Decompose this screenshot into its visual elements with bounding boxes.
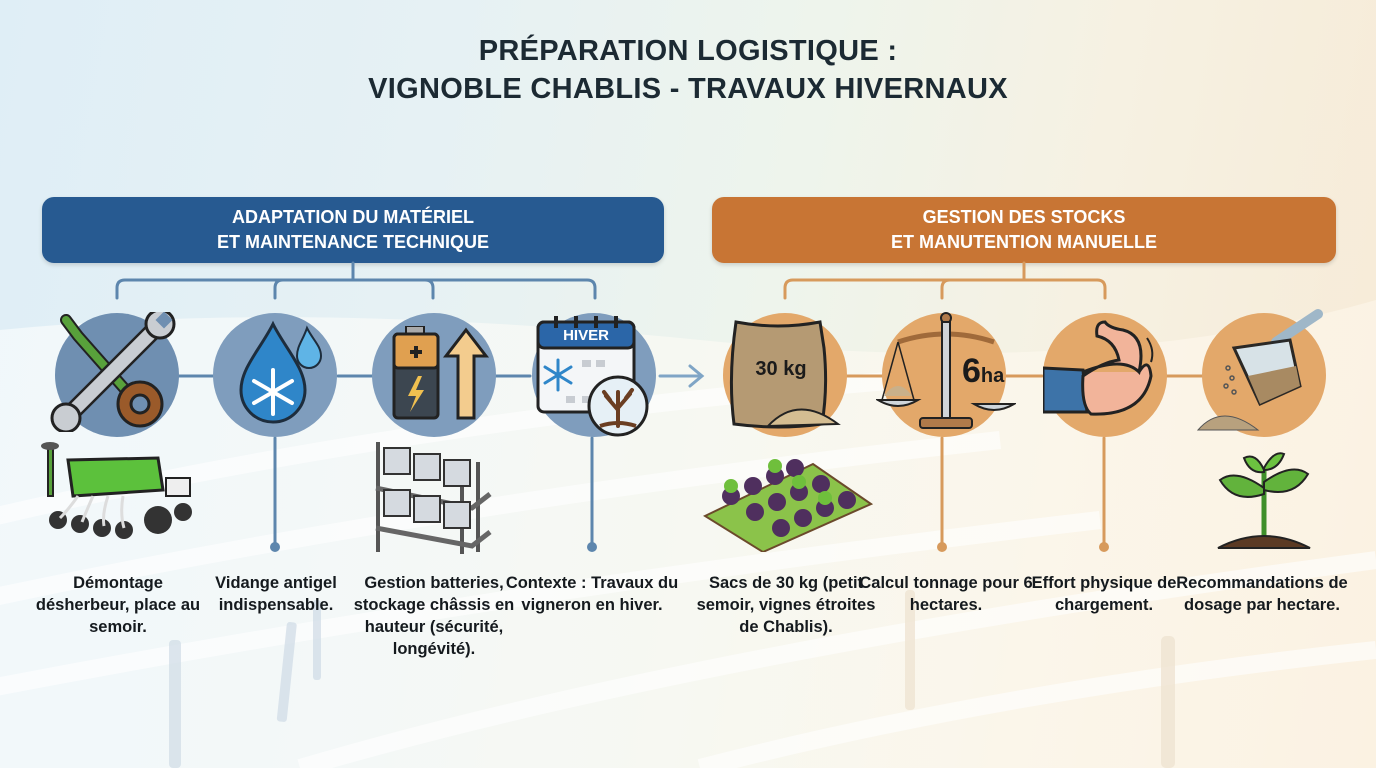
seeder-machine-icon [41, 442, 192, 539]
item-label-batteries: Gestion batteries, stockage châssis en h… [353, 574, 515, 658]
balance-scale-icon: 6ha [876, 312, 1016, 436]
item-label-vidange: Vidange antigel indispensable. [215, 574, 337, 614]
hectare-number: 6 [962, 352, 981, 390]
item-label-demontage: Démontage désherbeur, place au semoir. [35, 574, 201, 636]
title-line-2: VIGNOBLE CHABLIS - TRAVAUX HIVERNAUX [368, 73, 1008, 105]
calendar-label: HIVER [563, 327, 609, 344]
title-line-1: PRÉPARATION LOGISTIQUE : [478, 35, 898, 67]
hectare-unit: ha [980, 365, 1005, 387]
sprout-icon [1217, 452, 1311, 549]
vineyard-rows-icon [703, 459, 873, 552]
section-header-line-2: ET MAINTENANCE TECHNIQUE [216, 232, 489, 252]
item-label-sacs: Sacs de 30 kg (petit semoir, vignes étro… [696, 574, 876, 636]
hectare-label: 6ha [962, 352, 1004, 391]
winter-calendar-icon: HIVER [536, 314, 636, 414]
seed-bag-icon: 30 kg [728, 318, 848, 438]
section-header-line-1: ADAPTATION DU MATÉRIEL [232, 207, 474, 227]
page-title: PRÉPARATION LOGISTIQUE : VIGNOBLE CHABLI… [0, 32, 1376, 108]
section-header-materiel: ADAPTATION DU MATÉRIEL ET MAINTENANCE TE… [42, 197, 664, 263]
battery-rack-icon [375, 442, 492, 554]
item-label-contexte: Contexte : Travaux du vigneron en hiver. [505, 574, 679, 614]
section-header-stocks: GESTION DES STOCKS ET MANUTENTION MANUEL… [712, 197, 1336, 263]
battery-arrow-up-icon [392, 326, 490, 420]
measuring-cup-icon [1196, 309, 1323, 431]
item-label-effort: Effort physique de chargement. [1031, 574, 1177, 614]
flexed-arm-icon [1043, 320, 1154, 416]
item-label-dosage: Recommandations de dosage par hectare. [1176, 574, 1348, 614]
bare-tree-icon [587, 375, 649, 437]
antifreeze-drop-icon [239, 320, 323, 424]
item-label-tonnage: Calcul tonnage pour 6 hectares. [859, 574, 1033, 614]
section-header-line-1: GESTION DES STOCKS [922, 207, 1126, 227]
section-header-line-2: ET MANUTENTION MANUELLE [891, 232, 1157, 252]
wrench-gear-icon [50, 312, 176, 432]
bag-weight-label: 30 kg [755, 358, 807, 380]
